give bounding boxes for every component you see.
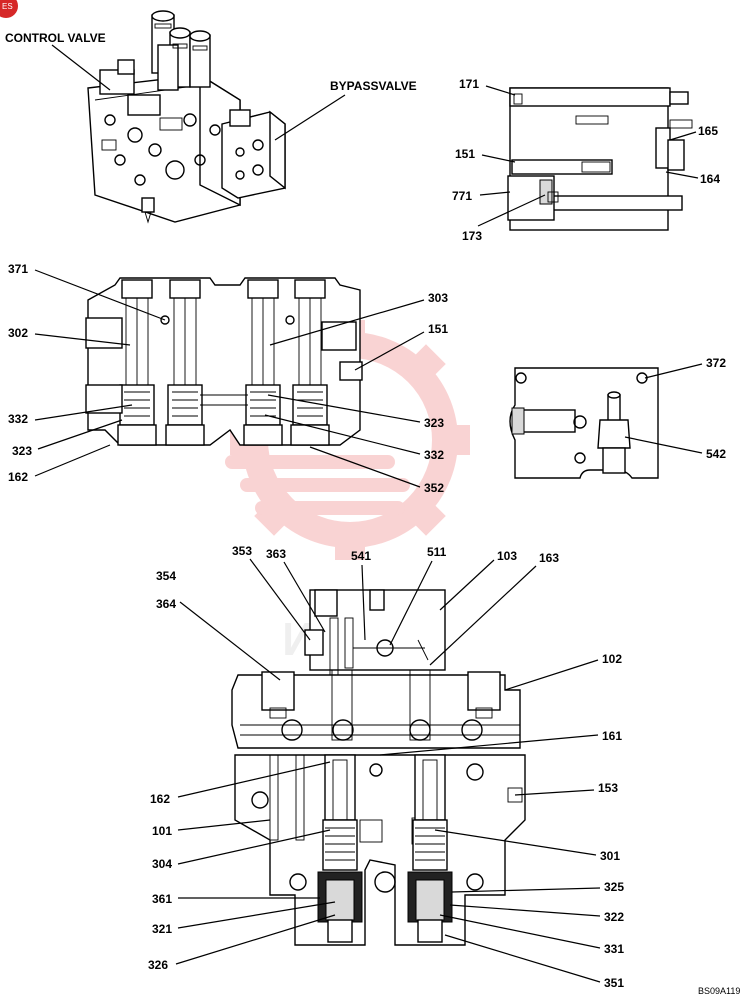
part-label-332-right: 332 <box>424 448 444 462</box>
bypass-valve-section <box>507 87 693 231</box>
figure-code: BS09A119 <box>698 986 740 996</box>
part-label-372: 372 <box>706 356 726 370</box>
part-label-162: 162 <box>8 470 28 484</box>
part-label-303: 303 <box>428 291 448 305</box>
part-label-364: 364 <box>156 597 176 611</box>
part-label-353: 353 <box>232 544 252 558</box>
part-label-304: 304 <box>152 857 172 871</box>
part-label-511: 511 <box>427 545 447 559</box>
part-label-321: 321 <box>152 922 172 936</box>
part-label-326: 326 <box>148 958 168 972</box>
part-label-332: 332 <box>8 412 28 426</box>
part-label-363: 363 <box>266 547 286 561</box>
part-label-371: 371 <box>8 262 28 276</box>
part-label-301: 301 <box>600 849 620 863</box>
cover-plate-view <box>509 367 659 479</box>
bypass-valve-leader <box>274 94 346 141</box>
part-label-171: 171 <box>459 77 479 91</box>
part-label-322: 322 <box>604 910 624 924</box>
part-label-102: 102 <box>602 652 622 666</box>
part-label-354: 354 <box>156 569 176 583</box>
part-label-325: 325 <box>604 880 624 894</box>
part-label-541: 541 <box>351 549 371 563</box>
part-label-162-bottom: 162 <box>150 792 170 806</box>
bypass-valve-callout: BYPASSVALVE <box>330 79 417 93</box>
part-label-161: 161 <box>602 729 622 743</box>
control-valve-leader <box>51 44 111 91</box>
part-label-361: 361 <box>152 892 172 906</box>
part-label-771: 771 <box>452 189 472 203</box>
part-label-302: 302 <box>8 326 28 340</box>
part-label-101: 101 <box>152 824 172 838</box>
corner-badge: ES <box>0 0 18 18</box>
part-label-352: 352 <box>424 481 444 495</box>
part-label-165: 165 <box>698 124 718 138</box>
part-label-153: 153 <box>598 781 618 795</box>
main-body-section <box>85 277 363 446</box>
control-valve-isometric <box>87 10 286 224</box>
part-label-331: 331 <box>604 942 624 956</box>
part-label-151: 151 <box>455 147 475 161</box>
control-valve-callout: CONTROL VALVE <box>5 31 106 45</box>
part-label-103: 103 <box>497 549 517 563</box>
part-label-542: 542 <box>706 447 726 461</box>
part-label-151-main: 151 <box>428 322 448 336</box>
part-label-173: 173 <box>462 229 482 243</box>
part-label-323: 323 <box>424 416 444 430</box>
part-label-351: 351 <box>604 976 624 990</box>
part-label-323-left: 323 <box>12 444 32 458</box>
part-label-163: 163 <box>539 551 559 565</box>
svg-text:ES: ES <box>2 2 13 11</box>
part-label-164: 164 <box>700 172 720 186</box>
